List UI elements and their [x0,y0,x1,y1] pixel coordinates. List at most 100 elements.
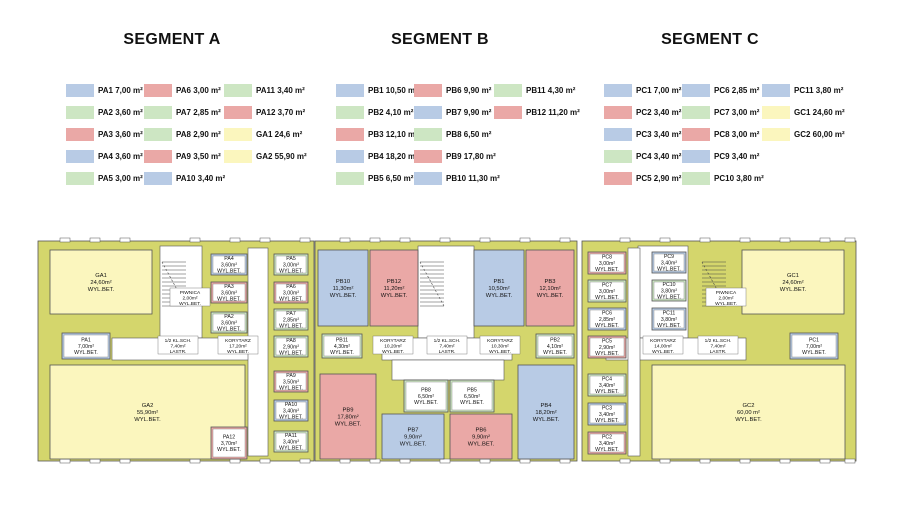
room-label: PC5 [602,338,612,344]
legend-swatch [66,83,94,97]
room-label: 3,40m² [283,408,299,414]
room-label-box [275,255,307,274]
room-label: WYL.BET. [330,350,354,356]
room-label: GA2 [142,403,154,409]
window-mark [479,458,491,464]
room-label: 4,10m² [547,344,563,350]
legend-swatch [762,83,790,97]
room-label: WYL.BET. [279,446,303,452]
legend-item: PB9 17,80 m² [414,149,496,163]
corridor-area [627,247,641,457]
room-label-box [589,404,625,424]
window-mark [339,237,351,243]
window-mark [89,237,101,243]
room-label: PA2 [224,314,234,320]
room-label: PA1 [81,337,91,343]
legend-label: PC9 3,40 m² [714,151,760,161]
legend-item: PA11 3,40 m² [224,83,305,97]
corridor-label-text: 7,40m² [171,344,186,350]
legend-item: PC6 2,85 m² [682,83,759,97]
room-label: WYL.BET. [279,351,303,357]
room-label: 24,60m² [90,280,111,286]
legend-swatch [336,127,364,141]
room-label: 3,40m² [599,441,615,447]
room-label: GA1 [95,273,107,279]
room-label: PA8 [286,338,296,344]
room-label: WYL.BET. [279,386,303,392]
room-fill [449,413,513,460]
segment-a-title: SEGMENT A [123,31,221,48]
room-label-box [791,334,837,358]
legend-swatch [224,83,252,97]
legend-label: PA5 3,00 m² [98,173,143,183]
room-label: 10,50m² [488,286,509,292]
room-label: WYL.BET. [595,447,619,453]
corridor-label-box [642,335,684,355]
legend-item: PB11 4,30 m² [494,83,575,97]
room-label: 18,20m² [535,410,556,416]
legend-item: PC8 3,00 m² [682,127,759,141]
legend-label: PB11 4,30 m² [526,85,576,95]
room-label-box [451,381,493,411]
legend-label: PB6 9,90 m² [446,85,492,95]
room-fill [517,364,575,460]
room-label-box [653,253,685,272]
legend-label: GC1 24,60 m² [794,107,845,117]
room-label: PA10 [285,402,297,408]
legend-item: PA5 3,00 m² [66,171,143,185]
legend-swatch [414,83,442,97]
legend-swatch [414,171,442,185]
legend-label: PB2 4,10 m² [368,107,414,117]
legend-label: PA3 3,60 m² [98,129,143,139]
room-label-box [212,283,246,302]
legend-swatch [604,105,632,119]
corridor-label-text: KORYTARZ [487,338,513,344]
corridor-label-text: WYL.BET. [652,349,674,355]
corridor-area [417,245,475,339]
room-label: 11,20m² [384,286,405,292]
legend-swatch [224,105,252,119]
room-label-box [537,335,573,357]
legend-swatch [336,149,364,163]
legend-item: PB1 10,50 m² [336,83,418,97]
room-label: WYL.BET. [543,350,567,356]
room-label: WYL.BET. [217,269,241,275]
legend-swatch [762,105,790,119]
room-label-box [589,253,625,273]
room-label: WYL.BET. [460,400,484,406]
legend-swatch [66,105,94,119]
corridor-label-text: 10,30m² [491,344,509,350]
room-label: WYL.BET. [802,350,826,356]
room-label: 3,80m² [661,317,677,323]
room-label: PC4 [602,376,612,382]
legend-item: PB2 4,10 m² [336,105,413,119]
corridor-label-text: PIWNICA [180,290,201,296]
room-label: 3,50m² [283,379,299,385]
corridor-label-text: WYL.BET. [715,301,737,307]
corridor-label-text: KORYTARZ [225,338,251,344]
window-mark [739,237,751,243]
legend-label: PC1 7,00 m² [636,85,682,95]
room-label: 3,00m² [599,289,615,295]
room-label: WYL.BET. [657,295,681,301]
legend-item: PC4 3,40 m² [604,149,681,163]
room-label: WYL.BET. [217,447,241,453]
